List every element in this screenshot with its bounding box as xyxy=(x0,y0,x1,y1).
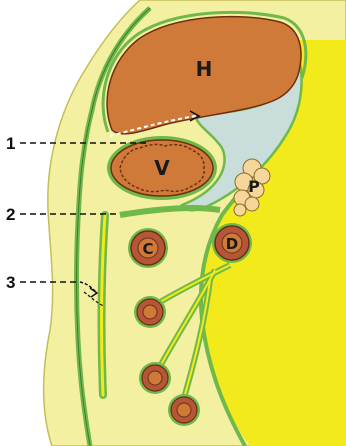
organ-c-label: C xyxy=(142,240,153,258)
organ-v-label: V xyxy=(154,156,170,180)
callout-2: 2 xyxy=(6,205,15,224)
intestine-loop-2 xyxy=(139,362,171,394)
organ-p-label: P xyxy=(248,177,260,196)
organ-d-label: D xyxy=(226,235,238,253)
callout-1: 1 xyxy=(6,134,15,153)
intestine-loop-3 xyxy=(168,394,200,426)
organ-h-label: H xyxy=(196,57,213,81)
intestine-loop-1 xyxy=(134,296,166,328)
callout-3: 3 xyxy=(6,273,15,292)
